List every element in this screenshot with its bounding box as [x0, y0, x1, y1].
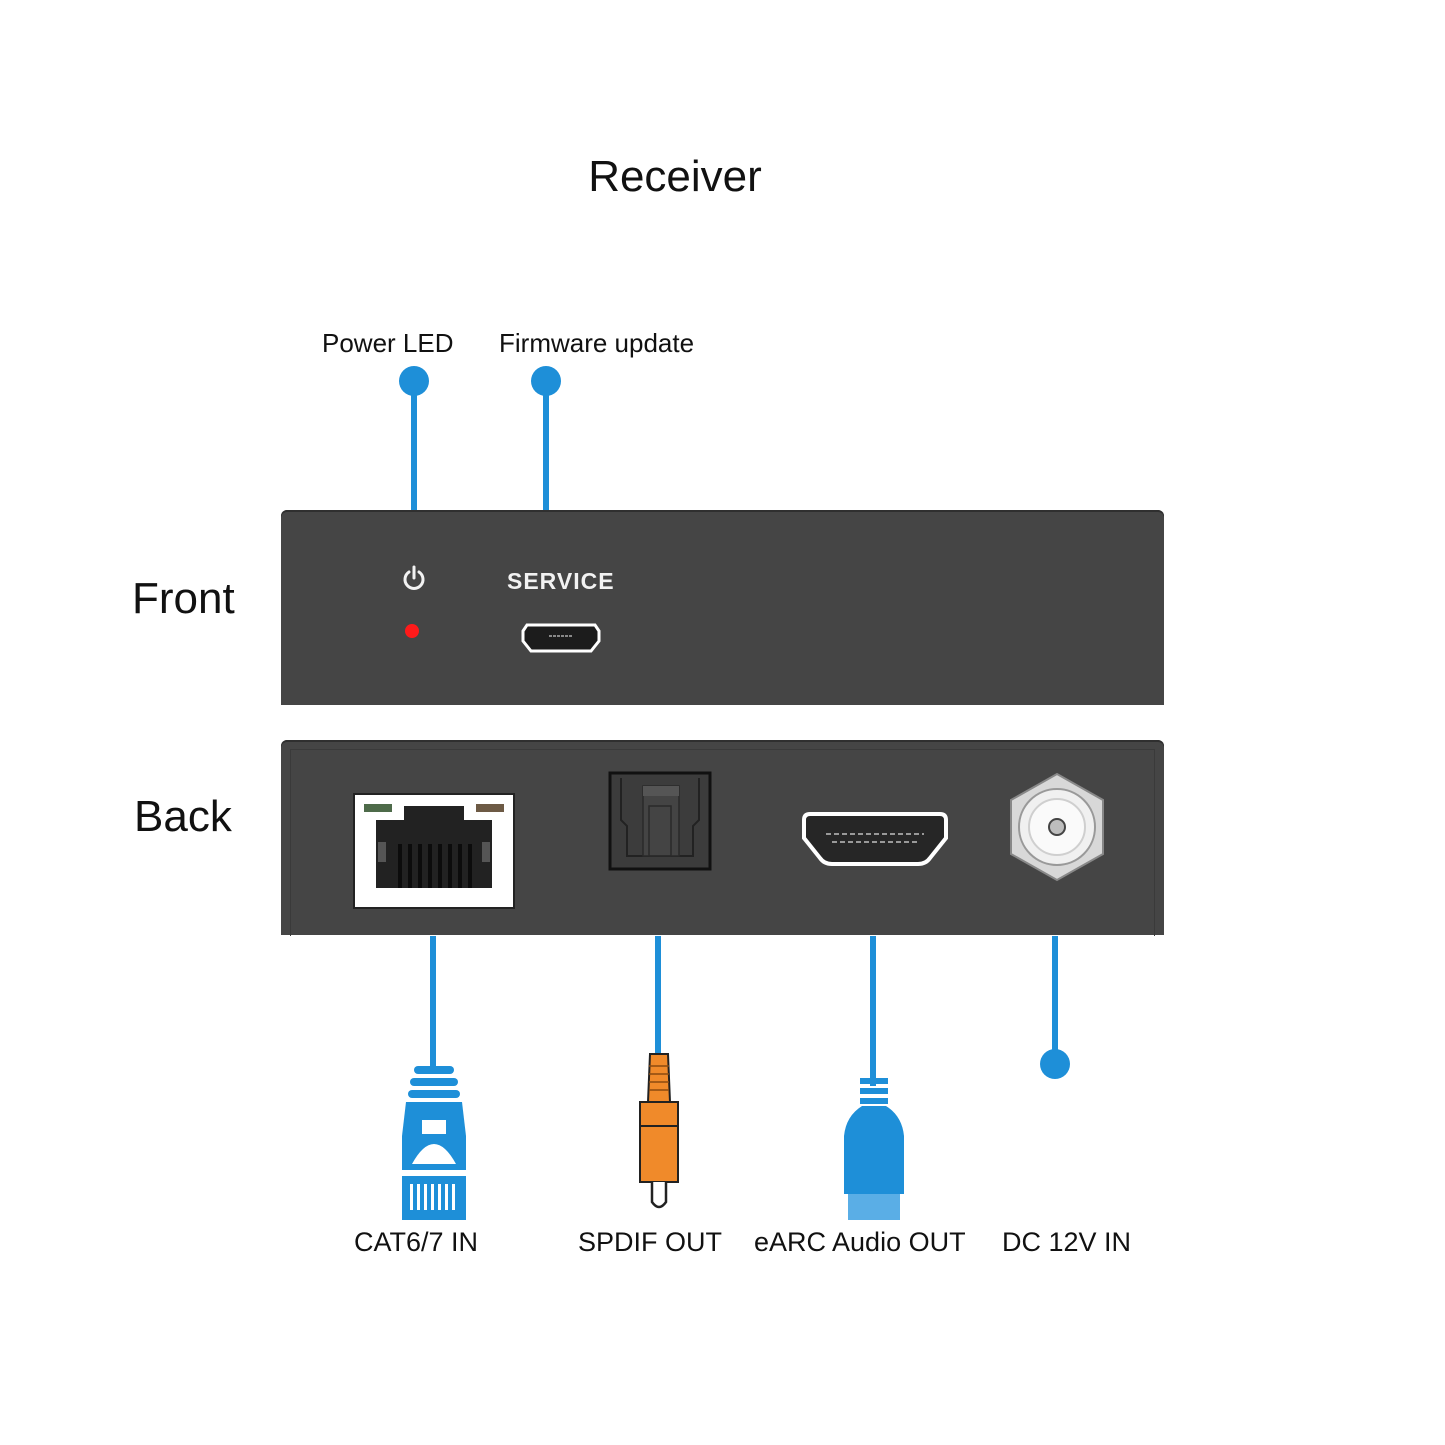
power-icon [403, 565, 425, 590]
dc-label: DC 12V IN [1002, 1227, 1132, 1257]
back-panel [281, 740, 1164, 936]
service-label: SERVICE [507, 568, 615, 594]
front-label: Front [132, 574, 235, 623]
spdif-callout-line [655, 936, 661, 1056]
power-led-indicator [405, 624, 419, 638]
earc-callout-line [870, 936, 876, 1086]
rca-plug-icon [639, 1053, 679, 1209]
dc-callout-line [1052, 936, 1058, 1054]
spdif-label: SPDIF OUT [578, 1227, 723, 1257]
diagram-title: Receiver [588, 152, 762, 201]
rj45-port-icon[interactable] [353, 793, 515, 909]
hdmi-port-icon[interactable] [802, 812, 948, 866]
cat-label: CAT6/7 IN [354, 1227, 479, 1257]
power-led-callout-line [411, 380, 417, 512]
rj45-plug-icon [402, 1066, 466, 1220]
micro-usb-port-icon[interactable] [521, 623, 601, 653]
dc-port-icon[interactable] [1009, 772, 1105, 882]
cat-callout-line [430, 936, 436, 1068]
front-panel: SERVICE [281, 510, 1164, 705]
hdmi-plug-icon [844, 1078, 904, 1220]
back-label: Back [134, 792, 232, 841]
firmware-update-label: Firmware update [499, 328, 695, 358]
firmware-callout-line [543, 380, 549, 512]
dc-callout-dot [1040, 1049, 1070, 1079]
earc-label: eARC Audio OUT [754, 1227, 966, 1257]
optical-port-icon[interactable] [608, 771, 712, 871]
power-led-label: Power LED [322, 328, 454, 358]
